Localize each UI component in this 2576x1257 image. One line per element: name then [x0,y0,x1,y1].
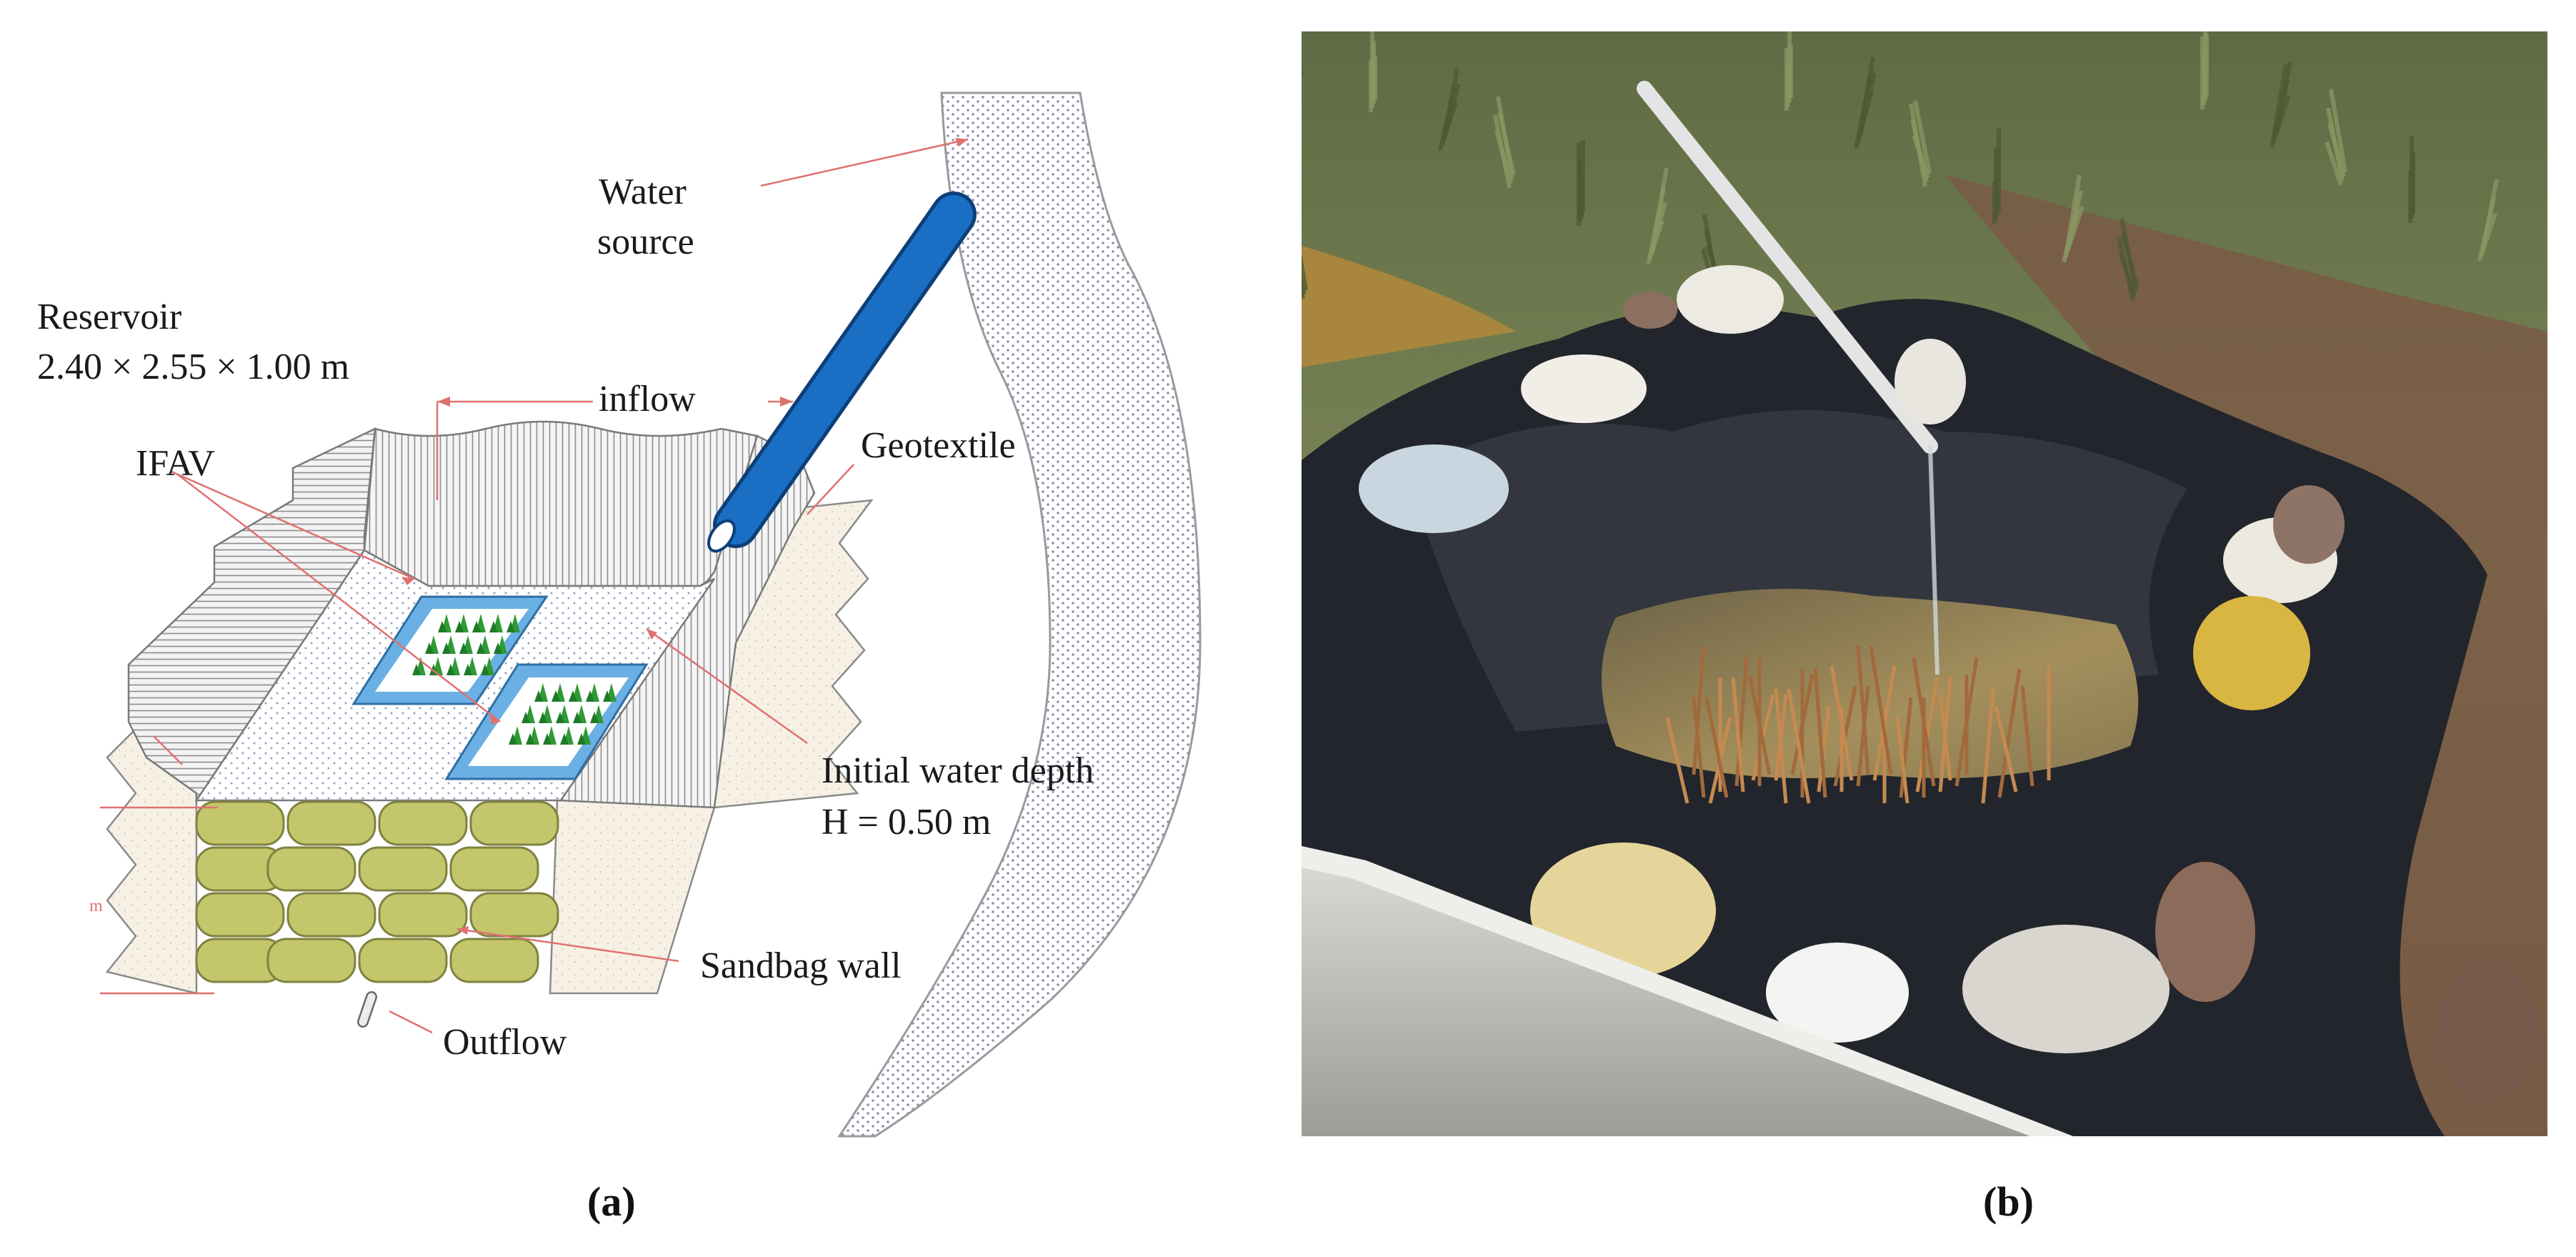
panel-b-letter: (b) [1983,1178,2034,1225]
label-inflow: inflow [599,379,696,419]
grass-tufts [1302,31,2499,302]
ifav-frame-2 [444,663,649,780]
label-water: Water [599,172,687,212]
label-ifav: IFAV [136,443,215,484]
label-reservoir-size: 2.40 × 2.55 × 1.00 m [37,347,349,387]
back-wall [363,420,759,587]
rocks [1623,292,2537,1103]
panel-a-letter: (a) [587,1178,636,1225]
pond-water [1602,589,2139,778]
inflow-pipe [707,192,977,553]
label-reservoir: Reservoir [37,297,181,337]
label-outflow: Outflow [443,1022,567,1063]
label-depth-value: H = 0.50 m [822,802,991,843]
label-geotextile: Geotextile [861,425,1016,466]
field-photo [1302,31,2547,1136]
ifav-plants-2 [509,683,616,745]
leader-lines [153,138,969,1034]
reservoir-schematic: Water source Reservoir 2.40 × 2.55 × 1.0… [37,91,1202,1138]
stream-channel [837,91,1202,1138]
ifav-frame-1 [351,595,549,705]
outflow-pipe [357,991,377,1028]
label-source: source [597,222,694,262]
margin-mark: m [89,897,103,915]
ifav-plants-1 [412,614,520,675]
sandbag-wall [195,800,559,983]
floating-reeds [1665,645,2051,804]
white-pipe [1637,81,1938,454]
label-sandbag-wall: Sandbag wall [700,945,902,986]
reservoir-dimension [436,397,793,500]
label-initial-depth: Initial water depth [822,750,1094,791]
